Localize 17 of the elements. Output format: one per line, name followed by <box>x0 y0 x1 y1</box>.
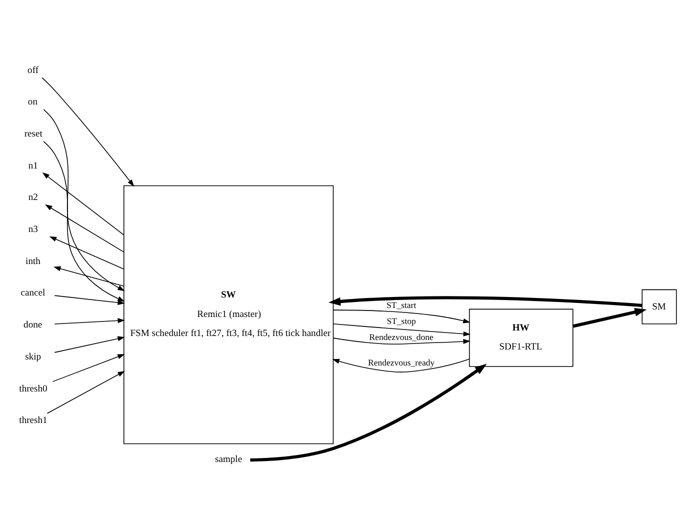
edge-label: ST_stop <box>386 316 416 326</box>
node-text: skip <box>25 350 42 362</box>
node-text: n2 <box>28 192 38 203</box>
node-text: reset <box>24 128 42 140</box>
node-text: n3 <box>28 224 38 235</box>
node-text: cancel <box>20 287 46 298</box>
node-text: thresh0 <box>19 382 48 394</box>
edge-label: ST_start <box>386 300 416 310</box>
edge-label: Rendezvous_done <box>369 332 434 342</box>
node-text: on <box>28 96 38 108</box>
node-text: thresh1 <box>19 414 48 426</box>
edge-label: Rendezvous_ready <box>368 357 435 368</box>
node-text: off <box>28 64 39 76</box>
node-text: inth <box>26 255 40 266</box>
node-text: n1 <box>28 160 38 171</box>
node-text: done <box>24 319 42 330</box>
node-text: sample <box>215 454 242 465</box>
